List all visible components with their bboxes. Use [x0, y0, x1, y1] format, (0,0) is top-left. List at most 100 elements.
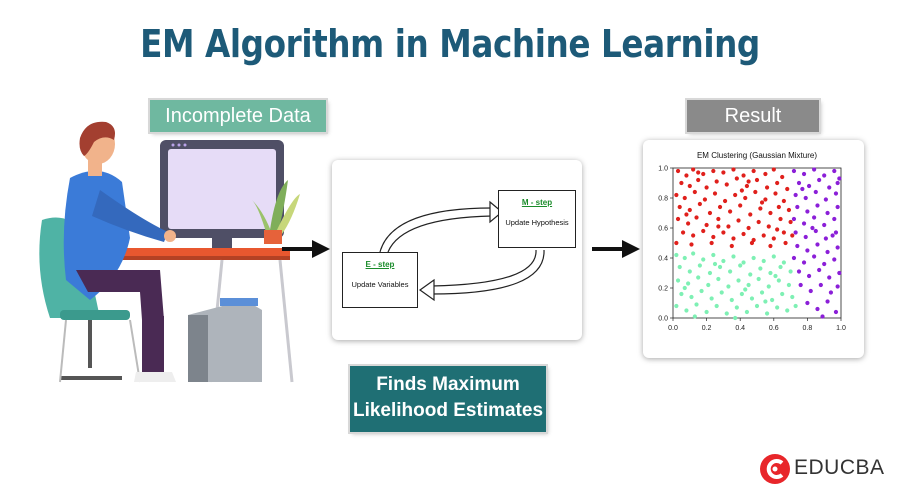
scatter-point — [674, 192, 679, 198]
person-hair — [79, 121, 115, 156]
y-tick-label: 0.6 — [658, 226, 668, 233]
scatter-point — [798, 282, 803, 288]
scatter-point — [694, 302, 699, 307]
scatter-point — [800, 186, 805, 192]
scatter-point — [711, 234, 716, 240]
scatter-point — [741, 260, 746, 265]
scatter-point — [820, 314, 825, 319]
scatter-point — [785, 308, 790, 313]
scatter-point — [741, 231, 746, 237]
scatter-point — [696, 170, 701, 175]
scatter-point — [775, 305, 780, 310]
scatter-point — [771, 236, 776, 241]
scatter-point — [701, 228, 706, 234]
scatter-point — [682, 195, 687, 201]
scatter-point — [704, 222, 709, 228]
scatter-point — [696, 275, 701, 280]
scatter-point — [675, 168, 681, 174]
scatter-point — [803, 234, 808, 240]
scatter-point — [791, 168, 797, 174]
scatter-point — [815, 242, 820, 247]
scatter-point — [704, 309, 709, 315]
em-cycle-panel: M - step Update Hypothesis E - step Upda… — [332, 160, 582, 340]
scatter-point — [833, 191, 839, 196]
scatter-point — [756, 276, 761, 282]
x-tick-label: 0.4 — [735, 325, 745, 332]
scatter-point — [770, 297, 775, 303]
scatter-point — [709, 240, 714, 246]
e-step-title: E - step — [365, 260, 395, 269]
chart-title: EM Clustering (Gaussian Mixture) — [697, 151, 817, 160]
m-step-title: M - step — [521, 198, 553, 207]
scatter-point — [677, 204, 682, 210]
scatter-point — [716, 224, 721, 229]
arrow-right-icon — [592, 240, 640, 258]
scatter-point — [761, 233, 766, 238]
scatter-point — [733, 192, 738, 198]
result-label: Result — [687, 100, 819, 132]
incomplete-data-label: Incomplete Data — [150, 100, 326, 132]
scatter-point — [832, 257, 837, 262]
scatter-point — [721, 258, 726, 264]
scatter-point — [746, 179, 751, 184]
scatter-point — [805, 248, 810, 253]
scatter-point — [813, 189, 818, 195]
scatter-point — [743, 287, 748, 292]
scatter-point — [706, 282, 711, 288]
scatter-point — [801, 171, 807, 177]
scatter-point — [674, 303, 679, 309]
scatter-point — [709, 296, 714, 301]
scatter-point — [815, 306, 820, 312]
scatter-point — [768, 210, 773, 216]
scatter-point — [764, 185, 770, 190]
scatter-point — [835, 245, 840, 250]
scatter-point — [714, 179, 719, 184]
scatter-point — [761, 258, 766, 264]
scatter-point — [717, 204, 723, 210]
cycle-arrows — [379, 200, 545, 302]
scatter-point — [716, 216, 721, 222]
scatter-point — [837, 270, 842, 276]
scatter-point — [812, 215, 817, 220]
scatter-point — [684, 173, 689, 178]
scatter-point — [768, 270, 773, 276]
scatter-point — [729, 243, 734, 249]
scatter-point — [728, 269, 733, 274]
scatter-point — [692, 189, 697, 195]
scatter-point — [721, 170, 726, 175]
scatter-point — [766, 284, 771, 289]
scatter-point — [682, 285, 687, 291]
scatter-point — [677, 264, 682, 270]
scatter-point — [738, 263, 743, 268]
scatter-point — [680, 230, 686, 235]
scatter-point — [728, 209, 733, 214]
scatter-point — [780, 174, 785, 180]
scatter-point — [773, 273, 778, 279]
scatter-point — [768, 243, 773, 249]
scatter-point — [780, 291, 785, 297]
scatter-point — [778, 216, 783, 222]
scatter-point — [744, 309, 750, 315]
scatter-point — [788, 219, 793, 225]
scatter-point — [785, 186, 790, 192]
scatter-point — [825, 210, 830, 216]
scatter-point — [711, 252, 716, 258]
scatter-point — [751, 255, 756, 261]
e-step-text: Update Variables — [351, 280, 409, 289]
arrow-right-icon — [282, 240, 330, 258]
person-at-computer-illustration — [39, 121, 300, 383]
scatter-point — [835, 180, 840, 186]
scatter-point — [679, 180, 684, 186]
scatter-point — [827, 275, 832, 280]
scatter-point — [697, 201, 702, 207]
scatter-point — [691, 233, 696, 238]
scatter-point — [827, 185, 832, 190]
scatter-point — [793, 230, 798, 235]
scatter-point — [739, 291, 744, 297]
scatter-point — [835, 204, 840, 210]
scatter-point — [817, 177, 822, 183]
scatter-point — [776, 278, 781, 283]
scatter-point — [818, 282, 823, 288]
scatter-point — [684, 308, 689, 313]
scatter-point — [734, 176, 739, 181]
